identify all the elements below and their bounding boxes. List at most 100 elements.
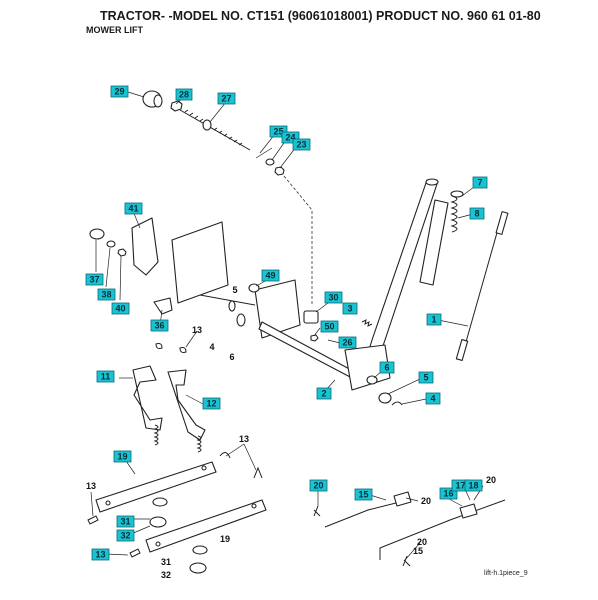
callout-37-text: 37: [89, 275, 99, 285]
callout-38-text: 38: [101, 290, 111, 300]
callout-2[interactable]: 2: [316, 387, 332, 400]
part-mounting-plate: [171, 221, 229, 304]
callout-8[interactable]: 8: [469, 207, 485, 220]
callout-36-text: 36: [154, 321, 164, 331]
callout-41[interactable]: 41: [124, 202, 143, 215]
part-rod-right: [167, 369, 206, 453]
callout-7-text: 7: [477, 178, 482, 188]
callout-6[interactable]: 6: [379, 361, 395, 374]
callout-15-text: 15: [358, 490, 368, 500]
label-32-lower: 32: [161, 570, 171, 580]
callout-29-text: 29: [114, 87, 124, 97]
part-rod-left: [132, 365, 163, 446]
callout-30-text: 30: [328, 293, 338, 303]
part-locknut: [274, 166, 285, 176]
callout-29[interactable]: 29: [110, 85, 129, 98]
callout-19[interactable]: 19: [113, 450, 132, 463]
part-knob: [142, 90, 163, 108]
callout-13-text: 13: [95, 550, 105, 560]
callout-18[interactable]: 18: [464, 479, 483, 492]
callout-49-text: 49: [265, 271, 275, 281]
callout-31[interactable]: 31: [116, 515, 135, 528]
callout-38[interactable]: 38: [97, 288, 116, 301]
callout-26[interactable]: 26: [338, 336, 357, 349]
callout-20[interactable]: 20: [309, 479, 328, 492]
callout-27[interactable]: 27: [217, 92, 236, 105]
label-5: 5: [232, 285, 237, 295]
page-subtitle: MOWER LIFT: [86, 25, 143, 35]
callout-32[interactable]: 32: [116, 529, 135, 542]
part-small-spring: [361, 319, 373, 327]
callout-4-text: 4: [430, 394, 435, 404]
callout-24-text: 24: [285, 133, 295, 143]
callout-28[interactable]: 28: [175, 88, 193, 101]
part-adjust-rod: [313, 491, 506, 567]
label-20-lower: 20: [417, 537, 427, 547]
callout-3-text: 3: [347, 304, 352, 314]
callout-18-text: 18: [468, 481, 478, 491]
part-lift-arm: [365, 178, 449, 361]
callout-26-text: 26: [342, 338, 352, 348]
callout-19-text: 19: [117, 452, 127, 462]
callout-50[interactable]: 50: [320, 320, 339, 333]
part-hairpin: [310, 334, 319, 342]
label-31-lower: 31: [161, 557, 171, 567]
callout-40-text: 40: [115, 304, 125, 314]
callout-5-text: 5: [423, 373, 428, 383]
assembly-guide-line: [283, 175, 313, 305]
callout-6-text: 6: [384, 363, 389, 373]
callout-50-text: 50: [324, 322, 334, 332]
callout-28-text: 28: [179, 90, 189, 100]
callout-25[interactable]: 25: [269, 125, 288, 138]
label-4: 4: [209, 342, 214, 352]
callout-37[interactable]: 37: [85, 273, 104, 286]
callout-16-text: 16: [443, 489, 453, 499]
callout-12-text: 12: [206, 399, 216, 409]
part-trunnion: [303, 310, 319, 324]
callout-16[interactable]: 16: [439, 487, 458, 500]
callout-32-text: 32: [120, 531, 130, 541]
callout-20-text: 20: [313, 481, 323, 491]
part-bracket-cover: [89, 217, 159, 276]
callout-8-text: 8: [474, 209, 479, 219]
callout-23[interactable]: 23: [292, 138, 311, 151]
part-ferrules: [149, 497, 208, 574]
figure-code: lift-h.1piece_9: [484, 570, 528, 577]
label-13-left: 13: [86, 481, 96, 491]
callout-25-text: 25: [273, 127, 283, 137]
part-spring: [450, 190, 464, 233]
callout-12[interactable]: 12: [202, 397, 221, 410]
callout-5[interactable]: 5: [418, 371, 434, 384]
part-cross-shaft: [258, 321, 403, 406]
callout-17-text: 17: [455, 481, 465, 491]
parts-drawing: [87, 90, 509, 574]
part-link-bar-upper: [95, 461, 217, 513]
callout-40[interactable]: 40: [111, 302, 130, 315]
callout-7[interactable]: 7: [472, 176, 488, 189]
callout-1[interactable]: 1: [426, 313, 442, 326]
callout-23-text: 23: [296, 140, 306, 150]
callout-41-text: 41: [128, 204, 138, 214]
callout-49[interactable]: 49: [261, 269, 280, 282]
callout-2-text: 2: [321, 389, 326, 399]
callout-15[interactable]: 15: [354, 488, 373, 501]
part-clip: [153, 297, 173, 315]
callout-11-text: 11: [101, 372, 111, 382]
callout-3[interactable]: 3: [342, 302, 358, 315]
part-link-bar-lower: [145, 499, 267, 553]
label-20-center: 20: [421, 496, 431, 506]
part-washer: [265, 158, 275, 166]
callout-1-text: 1: [431, 315, 436, 325]
label-13-upper: 13: [192, 325, 202, 335]
callout-24[interactable]: 24: [281, 131, 300, 144]
part-nut: [170, 100, 183, 112]
callout-36[interactable]: 36: [150, 319, 169, 332]
callout-4[interactable]: 4: [425, 392, 441, 405]
callout-13[interactable]: 13: [91, 548, 110, 561]
callout-11[interactable]: 11: [96, 370, 115, 383]
part-threaded-rod: [179, 109, 251, 151]
page-title: TRACTOR- -MODEL NO. CT151 (96061018001) …: [100, 9, 541, 23]
callout-30[interactable]: 30: [324, 291, 343, 304]
label-6: 6: [229, 352, 234, 362]
